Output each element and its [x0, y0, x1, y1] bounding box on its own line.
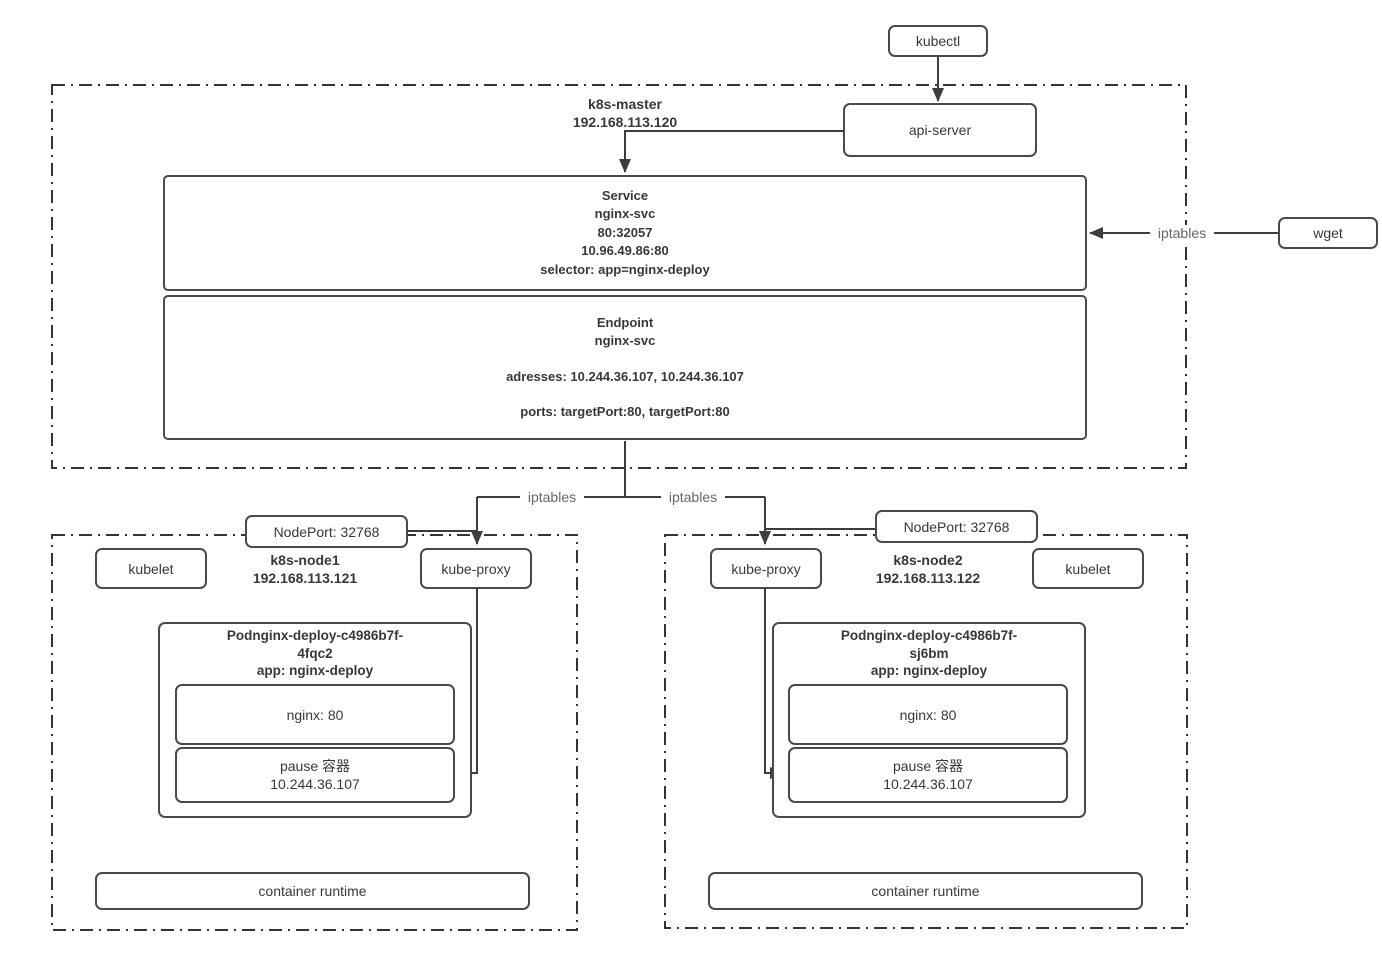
nodeport2-label: NodePort: 32768	[903, 518, 1010, 535]
node2-container-runtime-box: container runtime	[708, 872, 1143, 910]
endpoint-addresses: adresses: 10.244.36.107, 10.244.36.107	[506, 368, 744, 384]
node2-kube-proxy-label: kube-proxy	[731, 560, 801, 577]
master-ip: 192.168.113.120	[572, 114, 678, 130]
kubectl-box: kubectl	[888, 25, 988, 57]
node2-ip: 192.168.113.122	[875, 570, 981, 586]
node2-pause-container-box: pause 容器 10.244.36.107	[788, 747, 1068, 803]
service-cluster-ip: 10.96.49.86:80	[581, 243, 669, 259]
arrow-apiserver-to-service	[619, 130, 843, 173]
master-title: k8s-master 192.168.113.120	[505, 95, 745, 131]
iptables-label-node1: iptables	[520, 489, 584, 505]
node2-pod-title-line1: Podnginx-deploy-c4986b7f-	[840, 628, 1018, 643]
wget-box: wget	[1278, 217, 1378, 249]
node2-nginx-container-box: nginx: 80	[788, 684, 1068, 745]
nodeport2-box: NodePort: 32768	[875, 510, 1038, 543]
iptables-label-wget: iptables	[1150, 225, 1214, 241]
node2-kube-proxy-box: kube-proxy	[710, 548, 822, 589]
node1-pause-name: pause 容器	[279, 758, 351, 774]
node1-kube-proxy-box: kube-proxy	[420, 548, 532, 589]
service-box: Service nginx-svc 80:32057 10.96.49.86:8…	[163, 175, 1087, 291]
node1-name: k8s-node1	[270, 552, 340, 568]
endpoint-box: Endpoint nginx-svc adresses: 10.244.36.1…	[163, 295, 1087, 440]
node1-pod-title-line2: 4fqc2	[297, 645, 333, 661]
node1-title: k8s-node1 192.168.113.121	[215, 551, 395, 587]
node1-pod-title-line3: app: nginx-deploy	[256, 663, 374, 678]
node1-nginx-label: nginx: 80	[286, 706, 344, 723]
endpoint-name: nginx-svc	[594, 333, 656, 348]
node2-nginx-label: nginx: 80	[899, 706, 957, 723]
service-title: Service	[601, 187, 649, 203]
endpoint-title: Endpoint	[596, 314, 654, 330]
node2-pod-title-line2: sj6bm	[909, 645, 949, 661]
node2-pod-title-line3: app: nginx-deploy	[870, 663, 988, 678]
node2-pod-title: Podnginx-deploy-c4986b7f- sj6bm app: ngi…	[776, 627, 1082, 680]
node1-kubelet-box: kubelet	[95, 548, 207, 589]
node1-pause-container-box: pause 容器 10.244.36.107	[175, 747, 455, 803]
node1-pause-ip: 10.244.36.107	[270, 776, 360, 792]
iptables-label-node2: iptables	[661, 489, 725, 505]
node2-pause-ip: 10.244.36.107	[883, 776, 973, 792]
endpoint-ports: ports: targetPort:80, targetPort:80	[520, 404, 730, 419]
node1-kube-proxy-label: kube-proxy	[441, 560, 511, 577]
api-server-label: api-server	[908, 122, 972, 138]
node2-kubelet-label: kubelet	[1065, 560, 1111, 577]
node1-kubelet-label: kubelet	[128, 560, 174, 577]
node2-pause-name: pause 容器	[892, 758, 964, 774]
master-name: k8s-master	[588, 96, 662, 112]
node2-title: k8s-node2 192.168.113.122	[838, 551, 1018, 587]
service-selector: selector: app=nginx-deploy	[540, 261, 710, 277]
nodeport1-label: NodePort: 32768	[273, 523, 380, 540]
node1-container-runtime-box: container runtime	[95, 872, 530, 910]
master-dashed-border	[51, 84, 1187, 469]
service-ports: 80:32057	[597, 224, 653, 240]
node1-ip: 192.168.113.121	[252, 570, 358, 586]
kubectl-label: kubectl	[915, 33, 961, 49]
node1-pod-title: Podnginx-deploy-c4986b7f- 4fqc2 app: ngi…	[162, 627, 468, 680]
node1-pod-title-line1: Podnginx-deploy-c4986b7f-	[226, 628, 404, 643]
node1-container-runtime-label: container runtime	[258, 883, 367, 899]
api-server-box: api-server	[843, 103, 1037, 157]
node2-name: k8s-node2	[893, 552, 963, 568]
node2-kubelet-box: kubelet	[1032, 548, 1144, 589]
wget-label: wget	[1313, 225, 1343, 241]
node2-container-runtime-label: container runtime	[871, 883, 980, 899]
nodeport1-box: NodePort: 32768	[245, 515, 408, 548]
node1-nginx-container-box: nginx: 80	[175, 684, 455, 745]
service-name: nginx-svc	[594, 206, 656, 222]
